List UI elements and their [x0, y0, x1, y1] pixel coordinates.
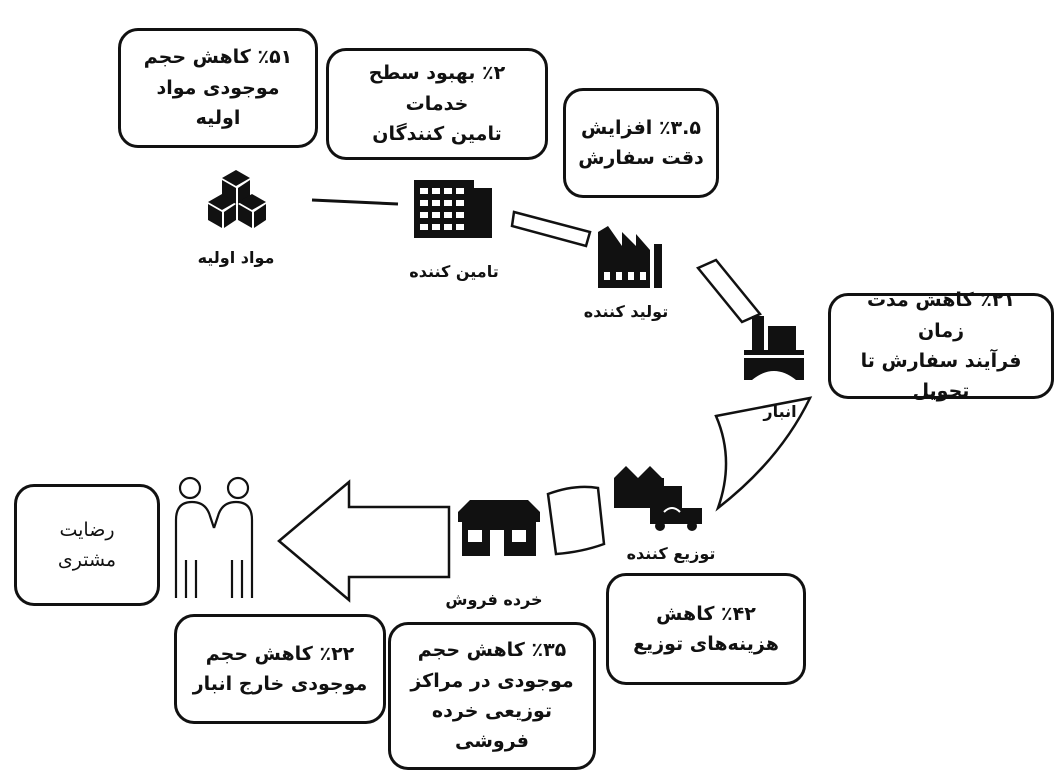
- box-line: توزیعی خرده فروشی: [431, 700, 553, 753]
- box-order-accuracy: ٪۳.۵ افزایش دقت سفارش: [563, 88, 719, 198]
- box-line: ٪۵۱ کاهش حجم: [143, 46, 293, 69]
- box-supplier-service: ٪۲ بهبود سطح خدمات تامین کنندگان: [326, 48, 548, 160]
- building-icon: [414, 180, 492, 238]
- box-line: ٪۲۲ کاهش حجم: [205, 642, 355, 665]
- factory-icon: [598, 226, 662, 288]
- connector-retailer-to-customer-arrow: [277, 479, 451, 603]
- boxes-icon: [208, 170, 266, 228]
- box-retail-inventory: ٪۳۵ کاهش حجم موجودی در مراکز توزیعی خرده…: [388, 622, 596, 770]
- box-raw-inventory-reduction: ٪۵۱ کاهش حجم موجودی مواد اولیه: [118, 28, 318, 148]
- handshake-people-icon: [174, 476, 254, 598]
- connector-supplier-to-manufacturer: [510, 210, 592, 248]
- warehouse-icon: [744, 316, 804, 380]
- connector-warehouse-to-distributor: [714, 396, 813, 512]
- box-order-to-delivery: ٪۲۱ کاهش مدت زمان فرآیند سفارش تا تحویل: [828, 289, 1054, 402]
- box-line: مشتری: [57, 549, 117, 571]
- box-line: موجودی خارج انبار: [192, 673, 368, 695]
- box-line: موجودی مواد اولیه: [156, 76, 280, 130]
- label-distributor: توزیع کننده: [626, 544, 716, 563]
- box-line: موجودی در مراکز: [410, 669, 574, 692]
- box-line: ٪۲ بهبود سطح خدمات: [368, 62, 506, 115]
- label-supplier: تامین کننده: [409, 262, 499, 281]
- box-customer-satisfaction: رضایت مشتری: [14, 484, 160, 606]
- label-manufacturer: تولید کننده: [583, 302, 669, 321]
- label-warehouse: انبار: [763, 402, 797, 421]
- box-line: رضایت: [59, 518, 115, 541]
- box-distribution-cost: ٪۴۲ کاهش هزینه‌های توزیع: [606, 573, 806, 685]
- box-external-inventory: ٪۲۲ کاهش حجم موجودی خارج انبار: [174, 614, 386, 724]
- label-raw-materials: مواد اولیه: [197, 248, 275, 267]
- box-line: دقت سفارش: [578, 147, 704, 169]
- box-line: ٪۲۱ کاهش مدت زمان: [866, 289, 1016, 342]
- box-line: ٪۳.۵ افزایش: [581, 116, 701, 139]
- distribution-truck-icon: [614, 466, 702, 531]
- box-line: ٪۳۵ کاهش حجم: [417, 639, 567, 662]
- box-line: تامین کنندگان: [372, 123, 502, 146]
- connector-distributor-to-retailer: [546, 485, 606, 556]
- box-line: هزینه‌های توزیع: [633, 633, 779, 655]
- label-retailer: خرده فروش: [445, 590, 543, 609]
- box-line: ٪۴۲ کاهش: [656, 602, 756, 625]
- connector-raw-to-supplier: [311, 198, 399, 206]
- connector-manufacturer-to-warehouse: [695, 258, 763, 324]
- shop-icon: [458, 500, 540, 556]
- box-line: فرآیند سفارش تا تحویل: [860, 350, 1022, 403]
